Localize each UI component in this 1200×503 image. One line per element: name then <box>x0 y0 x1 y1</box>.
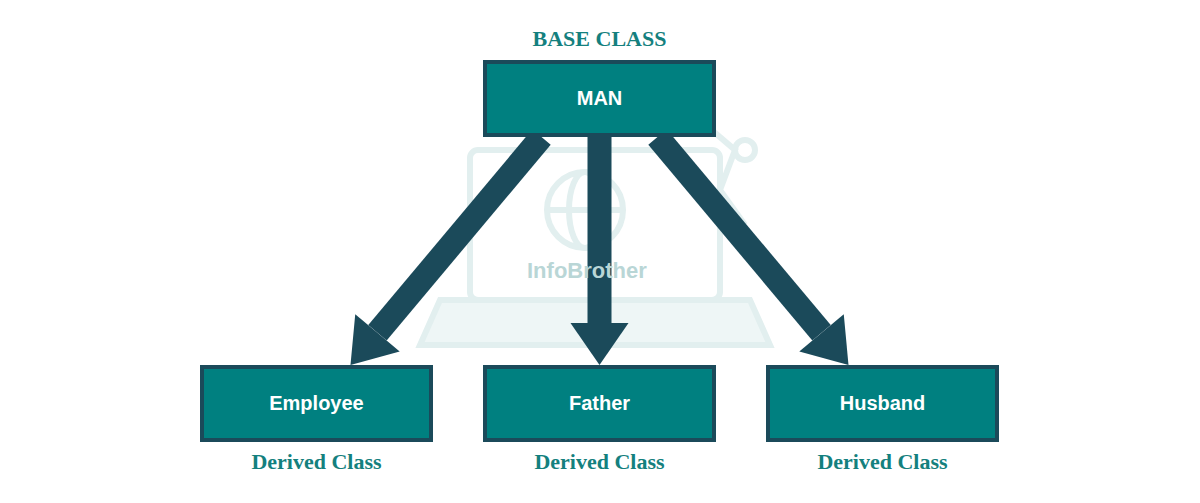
class-name: Husband <box>840 392 926 415</box>
class-kind-heading: BASE CLASS <box>533 26 667 52</box>
class-kind-heading: Derived Class <box>534 449 664 475</box>
inheritance-arrow <box>351 137 542 365</box>
arrow-shaft <box>658 137 822 333</box>
watermark-text: InfoBrother <box>527 258 647 284</box>
inheritance-arrow <box>658 137 849 365</box>
class-name: Employee <box>269 392 363 415</box>
derived-class-box: FatherDerived Class <box>483 365 716 442</box>
class-kind-heading: Derived Class <box>251 449 381 475</box>
arrow-head <box>351 314 400 365</box>
arrow-head <box>571 323 629 365</box>
class-name: Father <box>569 392 630 415</box>
arrow-shaft <box>588 137 612 323</box>
class-kind-heading: Derived Class <box>817 449 947 475</box>
arrow-shaft <box>377 137 541 333</box>
derived-class-box: HusbandDerived Class <box>766 365 999 442</box>
inheritance-arrow <box>571 137 629 365</box>
base-class-box: BASE CLASSMAN <box>483 60 716 137</box>
derived-class-box: EmployeeDerived Class <box>200 365 433 442</box>
arrow-head <box>799 314 848 365</box>
class-name: MAN <box>577 87 623 110</box>
